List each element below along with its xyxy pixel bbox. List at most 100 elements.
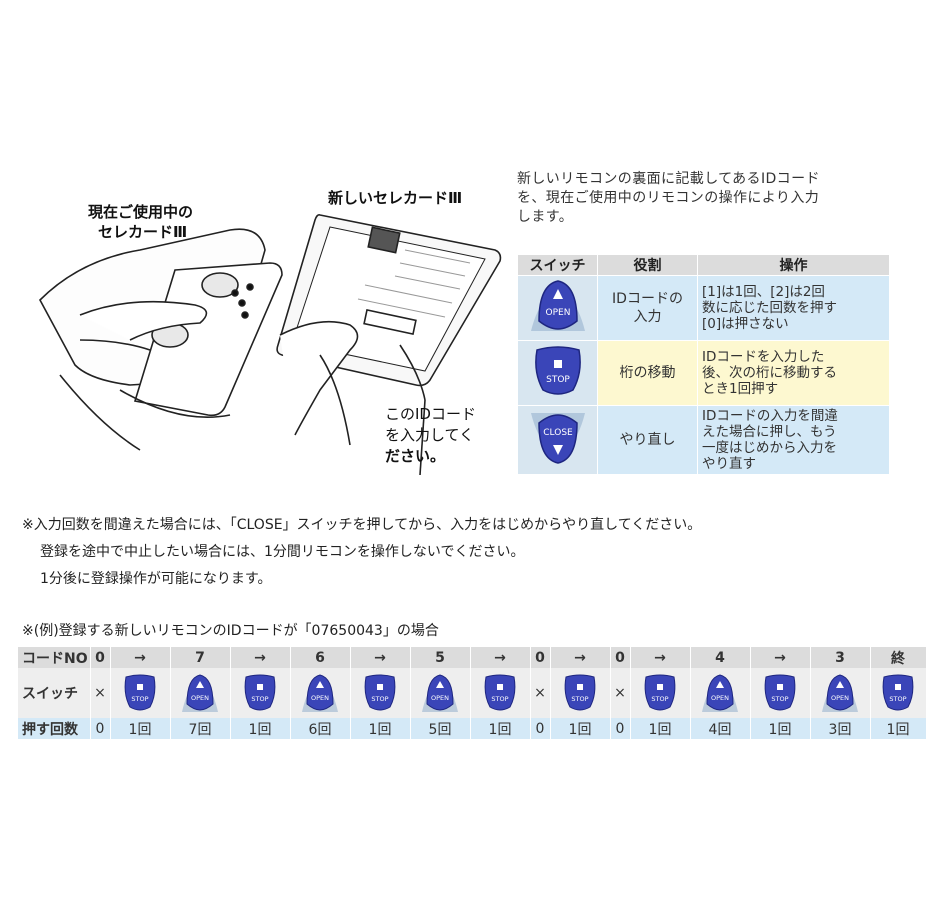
intro-line2: を、現在ご使用中のリモコンの操作により入力: [517, 190, 820, 206]
open-button-icon[interactable]: OPEN: [180, 672, 220, 714]
op-line: 一度はじめから入力を: [702, 440, 837, 456]
count-cell: 7回: [170, 718, 231, 739]
switch-cell: OPEN: [810, 668, 871, 718]
stop-button-icon[interactable]: STOP: [360, 672, 400, 714]
switch-label: OPEN: [191, 694, 209, 702]
stop-button-icon[interactable]: STOP: [527, 342, 589, 400]
switch-cell: STOP: [110, 668, 171, 718]
switch-cell: STOP: [350, 668, 411, 718]
code-cell: 6: [290, 647, 351, 668]
note-line2: 登録を途中で中止したい場合には、1分間リモコンを操作しないでください。: [40, 544, 525, 560]
role-cell: やり直し: [597, 405, 698, 475]
open-button-text: OPEN: [545, 308, 570, 318]
switch-label: STOP: [251, 695, 268, 703]
code-cell: 4: [690, 647, 751, 668]
switch-cell: OPEN: [290, 668, 351, 718]
header-switch: スイッチ: [517, 254, 598, 276]
remote-card-illustration: 現在ご使用中の セレカードⅢ 新しいセレカードⅢ このIDコード を入力してく …: [39, 189, 502, 476]
role-cell: IDコードの 入力: [597, 275, 698, 341]
row-label: スイッチ: [18, 668, 91, 718]
operation-table: スイッチ 役割 操作 OPEN IDコードの 入力 [1]は1回、[2]は2回 …: [517, 254, 890, 475]
switch-cell: ×: [610, 668, 631, 718]
switch-label: OPEN: [311, 694, 329, 702]
switch-cell: OPEN: [690, 668, 751, 718]
intro-text: 新しいリモコンの裏面に記載してあるIDコード を、現在ご使用中のリモコンの操作に…: [517, 170, 889, 227]
header-operation: 操作: [697, 254, 890, 276]
op-line: えた場合に押し、もう: [702, 424, 837, 440]
code-cell: →: [750, 647, 811, 668]
count-cell: 1回: [230, 718, 291, 739]
open-button-icon[interactable]: OPEN: [700, 672, 740, 714]
count-cell: 1回: [750, 718, 811, 739]
count-cell: 0: [610, 718, 631, 739]
switch-cell: STOP: [630, 668, 691, 718]
switch-cell: ×: [90, 668, 111, 718]
code-cell: 5: [410, 647, 471, 668]
switch-label: OPEN: [711, 694, 729, 702]
operation-cell: [1]は1回、[2]は2回 数に応じた回数を押す [0]は押さない: [697, 275, 890, 341]
code-cell: →: [350, 647, 411, 668]
switch-cell: STOP: [470, 668, 531, 718]
row-label: コードNO: [18, 647, 91, 668]
header-role: 役割: [597, 254, 698, 276]
stop-button-icon[interactable]: STOP: [760, 672, 800, 714]
code-cell: →: [550, 647, 611, 668]
switch-label: STOP: [571, 695, 588, 703]
note-line1: ※入力回数を間違えた場合には、「CLOSE」スイッチを押してから、入力をはじめか…: [22, 517, 702, 533]
switch-label: OPEN: [431, 694, 449, 702]
count-cell: 6回: [290, 718, 351, 739]
op-line: 後、次の桁に移動する: [702, 365, 837, 381]
stop-button-icon[interactable]: STOP: [240, 672, 280, 714]
code-cell: 3: [810, 647, 871, 668]
new-card-label: 新しいセレカードⅢ: [328, 189, 462, 207]
code-cell: →: [230, 647, 291, 668]
current-card-label-line2: セレカードⅢ: [98, 223, 187, 241]
code-cell: →: [470, 647, 531, 668]
stop-button-icon[interactable]: STOP: [560, 672, 600, 714]
stop-button-icon[interactable]: STOP: [640, 672, 680, 714]
code-cell: →: [110, 647, 171, 668]
count-cell: 0: [90, 718, 111, 739]
operation-cell: IDコードの入力を間違 えた場合に押し、もう 一度はじめから入力を やり直す: [697, 405, 890, 475]
switch-cell: OPEN: [410, 668, 471, 718]
role-line: IDコードの: [612, 291, 683, 307]
row-label: 押す回数: [18, 718, 91, 739]
switch-label: STOP: [371, 695, 388, 703]
close-button-icon[interactable]: CLOSE: [527, 409, 589, 467]
table-row: STOP 桁の移動 IDコードを入力した 後、次の桁に移動する とき1回押す: [517, 340, 890, 406]
count-cell: 1回: [550, 718, 611, 739]
open-button-icon[interactable]: OPEN: [820, 672, 860, 714]
note-line3: 1分後に登録操作が可能になります。: [40, 571, 272, 587]
intro-line3: します。: [517, 209, 574, 225]
stop-button-icon[interactable]: STOP: [480, 672, 520, 714]
current-card-drawing: [39, 228, 283, 451]
role-line: やり直し: [619, 432, 676, 448]
count-cell: 3回: [810, 718, 871, 739]
stop-button-icon[interactable]: STOP: [878, 672, 918, 714]
switch-cell: STOP: [230, 668, 291, 718]
code-cell: 終: [870, 647, 927, 668]
example-title: ※(例)登録する新しいリモコンのIDコードが「07650043」の場合: [22, 623, 439, 639]
code-cell: 0: [610, 647, 631, 668]
op-line: IDコードを入力した: [702, 349, 825, 365]
count-cell: 1回: [350, 718, 411, 739]
stop-button-icon[interactable]: STOP: [120, 672, 160, 714]
switch-cell: STOP: [550, 668, 611, 718]
op-line: [1]は1回、[2]は2回: [702, 284, 825, 300]
open-button-icon[interactable]: OPEN: [420, 672, 460, 714]
open-button-icon[interactable]: OPEN: [300, 672, 340, 714]
count-cell: 1回: [470, 718, 531, 739]
op-line: 数に応じた回数を押す: [702, 300, 837, 316]
stop-button-text: STOP: [546, 375, 570, 385]
open-button-icon[interactable]: OPEN: [527, 277, 589, 335]
switch-cell: STOP: [870, 668, 927, 718]
count-cell: 1回: [110, 718, 171, 739]
switch-label: OPEN: [831, 694, 849, 702]
switch-label: STOP: [131, 695, 148, 703]
code-cell: 0: [90, 647, 111, 668]
role-line: 入力: [633, 309, 662, 325]
code-cell: →: [630, 647, 691, 668]
